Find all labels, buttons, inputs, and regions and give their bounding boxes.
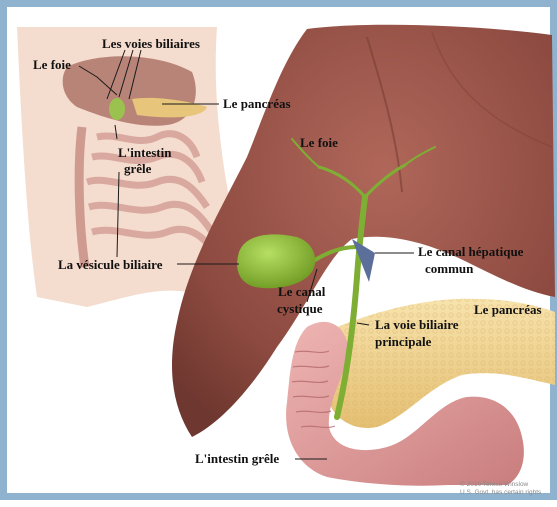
copyright-line2: U.S. Govt. has certain rights [460, 489, 542, 496]
label-vesicule: La vésicule biliaire [58, 257, 163, 272]
label-pancreas-big: Le pancréas [474, 302, 542, 317]
label-canal-cystique-line1: Le canal [278, 284, 326, 299]
label-foie-small: Le foie [33, 57, 71, 72]
label-voie-biliaire-line1: La voie biliaire [375, 317, 459, 332]
label-canal-hepatique-line2: commun [425, 261, 474, 276]
digestive-anatomy-illustration: Les voies biliaires Le foie Le pancréas … [7, 7, 557, 507]
label-pancreas-small: Le pancréas [223, 96, 291, 111]
label-canal-cystique-line2: cystique [277, 301, 323, 316]
label-voies-biliaires: Les voies biliaires [102, 36, 200, 51]
label-voie-biliaire-line2: principale [375, 334, 432, 349]
label-intestin-small-line2: grêle [124, 161, 152, 176]
copyright-line1: © 2010 Terese Winslow [460, 480, 529, 488]
small-gallbladder [109, 98, 125, 120]
label-foie-big: Le foie [300, 135, 338, 150]
label-canal-hepatique-line1: Le canal hépatique [418, 244, 524, 259]
label-intestin-big: L'intestin grêle [195, 451, 279, 466]
label-intestin-small-line1: L'intestin [118, 145, 172, 160]
